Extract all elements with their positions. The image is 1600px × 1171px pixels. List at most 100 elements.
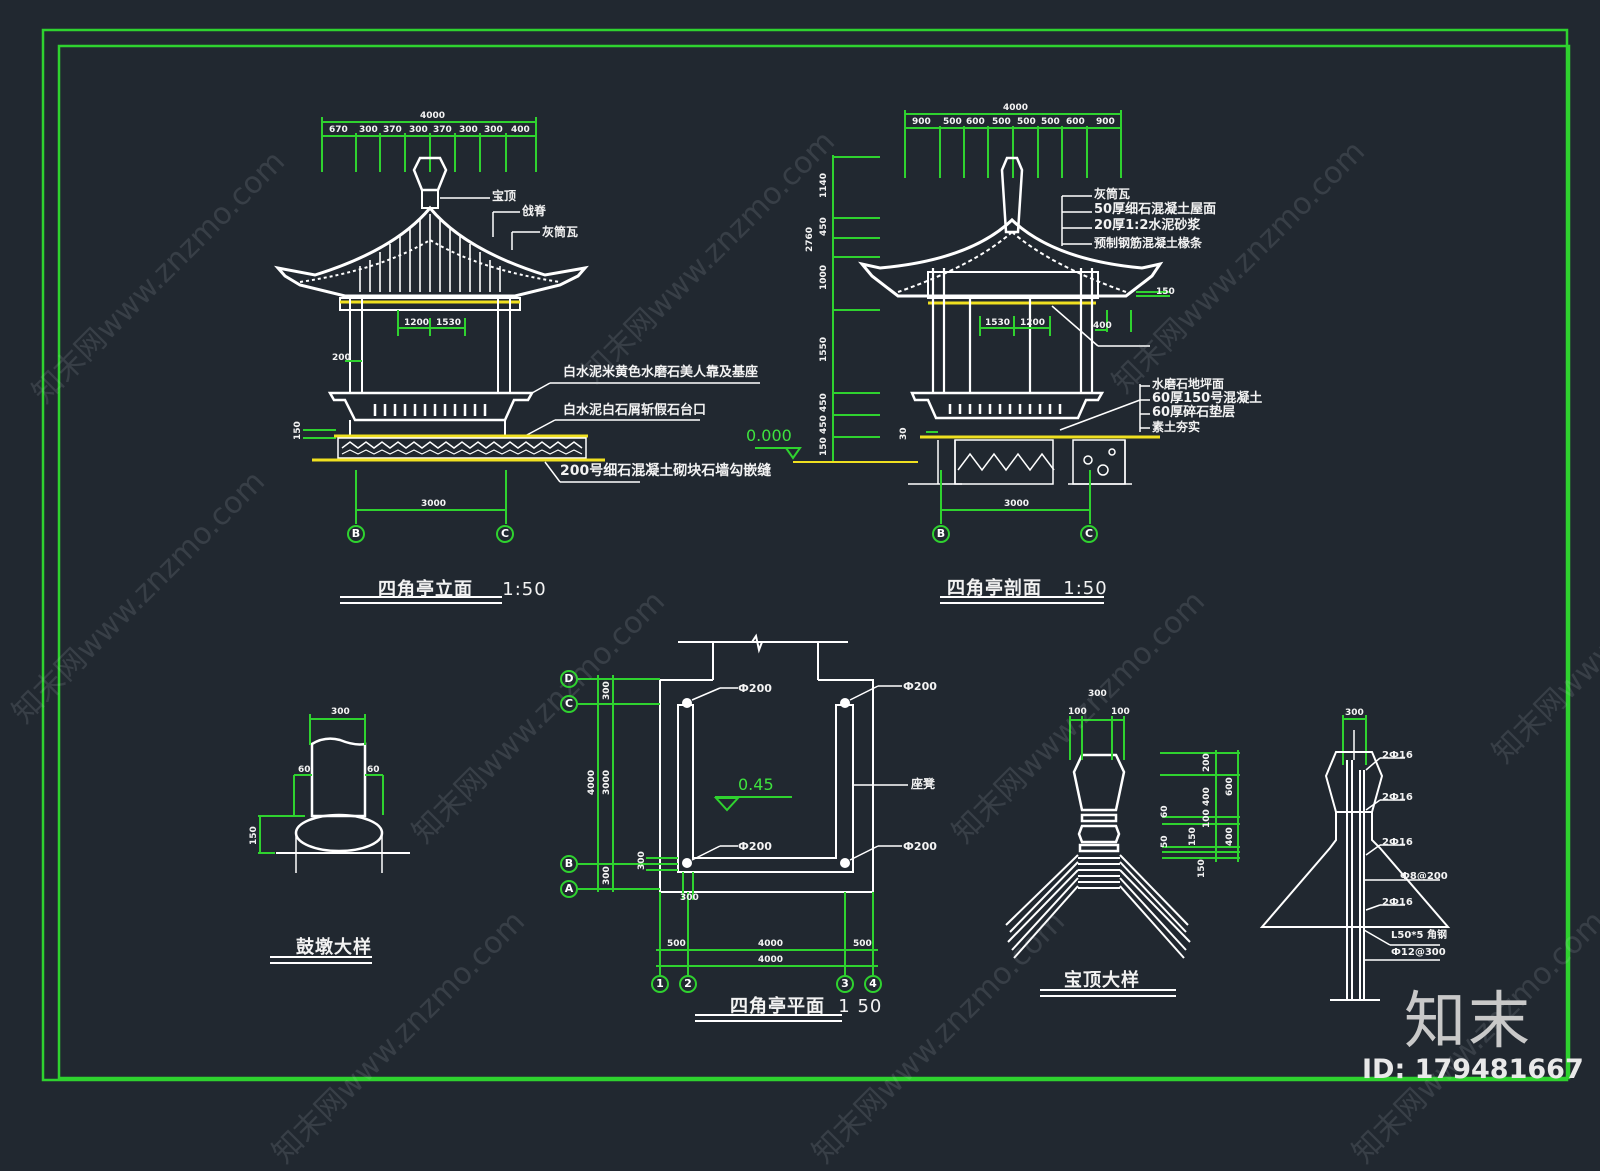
sec-seg: 500 (992, 117, 1011, 127)
sec-vdim: 2760 (805, 226, 815, 252)
fe-axis-b: B (347, 525, 365, 543)
fe-title-text: 四角亭立面 (378, 579, 473, 600)
finial-right-dim: 200 (1202, 753, 1212, 772)
finial-top-dim: 100 (1111, 707, 1130, 717)
inner-frame (57, 44, 1571, 1080)
sec-beam-dim: 1530 (985, 318, 1011, 328)
fe-beam-dim: 1200 (404, 318, 430, 328)
cad-drawing-canvas (41, 28, 1571, 1082)
plan-axis-1: 1 (651, 975, 669, 993)
sec-seg: 600 (1066, 117, 1085, 127)
plan-drawing (578, 633, 908, 1022)
finial-right-dim: 600 (1225, 777, 1235, 796)
sec-side-dim: 30 (899, 427, 909, 440)
sec-roof-layer: 灰筒瓦 (1094, 187, 1131, 201)
rebar-top-dim: 300 (1345, 708, 1364, 718)
sec-overall-width: 4000 (1003, 103, 1029, 113)
fe-seg: 300 (409, 125, 428, 135)
plan-small-dim: 300 (637, 851, 647, 870)
sec-seg: 500 (1041, 117, 1060, 127)
sec-seg: 900 (912, 117, 931, 127)
plan-col-total: 4000 (758, 955, 784, 965)
sec-vdim: 1140 (819, 172, 829, 198)
finial-right-dim: 400 (1225, 827, 1235, 846)
plan-axis-a: A (560, 880, 578, 898)
rebar-tag: Ф8@200 (1400, 871, 1448, 882)
finial-top-dim: 100 (1068, 707, 1087, 717)
sec-floor-layer: 60厚碎石垫层 (1152, 405, 1236, 420)
finial-right-dim: 50 (1160, 835, 1170, 848)
plan-axis-3: 3 (836, 975, 854, 993)
sec-seg: 900 (1096, 117, 1115, 127)
sec-floor-layer: 60厚150号混凝土 (1152, 391, 1263, 406)
sec-vdim: 450 (819, 415, 829, 434)
plan-column-tag: Ф200 (903, 840, 937, 853)
front-elevation-drawing (274, 117, 760, 604)
sec-eave-dim: 150 (1156, 287, 1175, 297)
sec-vdim: 1550 (819, 336, 829, 362)
fe-seg: 300 (359, 125, 378, 135)
plan-row-dim: 300 (602, 681, 612, 700)
fe-label-ridge: 戗脊 (522, 204, 547, 218)
finial-top-dim: 300 (1088, 689, 1107, 699)
sec-ground-level: 0.000 (746, 426, 792, 445)
watermark-logo: 知末 (1404, 984, 1533, 1057)
sec-title: 四角亭剖面 1:50 (947, 574, 1108, 600)
drum-top-dim: 300 (331, 707, 350, 717)
finial-right-dim: 60 (1160, 805, 1170, 818)
fe-label-platform: 白水泥白石屑斩假石台口 (563, 403, 707, 418)
rebar-tag: L50*5 角钢 (1391, 930, 1447, 941)
plan-axis-b: B (560, 855, 578, 873)
sec-vdim: 150 (819, 437, 829, 456)
plan-column-tag: Ф200 (903, 680, 937, 693)
sec-seg: 600 (966, 117, 985, 127)
sec-title-text: 四角亭剖面 (947, 578, 1042, 599)
fe-overall-width: 4000 (420, 111, 446, 121)
rebar-tag: 2Ф16 (1382, 897, 1413, 908)
plan-axis-d: D (560, 670, 578, 688)
fe-label-bench: 白水泥米黄色水磨石美人靠及基座 (563, 365, 759, 380)
fe-base-dim: 150 (293, 421, 303, 440)
fe-column-dim: 200 (332, 353, 351, 363)
sec-seg: 500 (943, 117, 962, 127)
fe-span: 3000 (421, 499, 447, 509)
sec-axis-b: B (932, 525, 950, 543)
plan-column-tag: Ф200 (738, 682, 772, 695)
plan-row-total: 4000 (587, 769, 597, 795)
finial-detail-drawing (1005, 716, 1240, 997)
rebar-detail-drawing (1259, 715, 1451, 1001)
plan-col-dim: 500 (667, 939, 686, 949)
sec-roof-layer: 50厚细石混凝土屋面 (1094, 202, 1217, 217)
drum-side-dim: 60 (367, 765, 380, 775)
plan-row-dim: 3000 (602, 769, 612, 795)
plan-title-text: 四角亭平面 (730, 996, 825, 1017)
sec-beam-dim: 1200 (1020, 318, 1046, 328)
fe-label-finial: 宝顶 (492, 189, 517, 203)
sec-right-dim: 400 (1093, 321, 1112, 331)
plan-axis-4: 4 (864, 975, 882, 993)
sec-floor-layer: 水磨石地坪面 (1152, 377, 1225, 391)
fe-title-scale: 1:50 (502, 579, 547, 600)
finial-right-dim: 400 (1202, 787, 1212, 806)
finial-right-dim: 150 (1188, 827, 1198, 846)
drum-side-dim: 60 (298, 765, 311, 775)
fe-label-foundation: 200号细石混凝土砌块石墙勾嵌缝 (560, 463, 772, 479)
fe-seg: 400 (511, 125, 530, 135)
rebar-tag: 2Ф16 (1382, 792, 1413, 803)
sec-roof-layer: 20厚1:2水泥砂浆 (1094, 218, 1201, 233)
fe-seg: 300 (459, 125, 478, 135)
outer-frame (41, 28, 1569, 1082)
plan-title: 四角亭平面 1 50 (730, 992, 882, 1018)
drum-detail-drawing (258, 714, 410, 964)
sec-roof-layer: 预制钢筋混凝土椽条 (1094, 236, 1203, 250)
plan-title-scale: 1 50 (838, 996, 883, 1017)
sec-vdim: 450 (819, 393, 829, 412)
section-drawing (755, 110, 1170, 604)
sec-axis-c: C (1080, 525, 1098, 543)
finial-right-dim: 100 (1202, 809, 1212, 828)
sec-seg: 500 (1017, 117, 1036, 127)
plan-row-dim: 300 (602, 866, 612, 885)
sec-span: 3000 (1004, 499, 1030, 509)
plan-col-dim: 500 (853, 939, 872, 949)
fe-title: 四角亭立面 1:50 (378, 575, 547, 601)
